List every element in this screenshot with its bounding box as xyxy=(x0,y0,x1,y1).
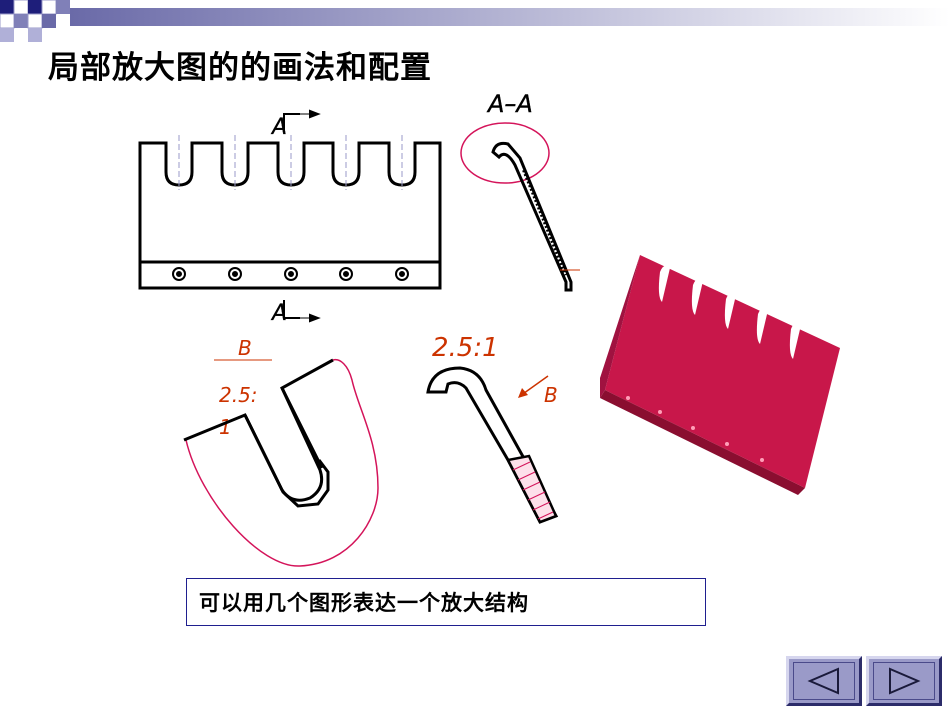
caption-box: 可以用几个图形表达一个放大结构 xyxy=(186,578,706,626)
view-arrow-b-label: B xyxy=(544,383,558,407)
previous-button-face xyxy=(793,662,855,700)
triangle-left-icon xyxy=(807,667,839,695)
section-label-bottom: A xyxy=(270,301,287,326)
previous-slide-button[interactable] xyxy=(786,656,862,706)
next-button-face xyxy=(873,662,935,700)
detail-hook-scale: 2.5:1 xyxy=(432,333,499,363)
detail-b-drawing xyxy=(183,358,379,567)
header-gradient-bar xyxy=(70,8,950,26)
triangle-right-icon xyxy=(889,667,921,695)
caption-text: 可以用几个图形表达一个放大结构 xyxy=(199,591,529,615)
header-decoration xyxy=(0,0,950,42)
detail-b-letter: B xyxy=(238,336,252,360)
detail-b-scale-line2: 1 xyxy=(219,415,232,439)
section-view-title: A–A xyxy=(486,90,533,118)
section-marker-top xyxy=(283,109,321,132)
section-label-top: A xyxy=(270,115,287,140)
front-view xyxy=(138,135,442,290)
next-slide-button[interactable] xyxy=(866,656,942,706)
detail-hook-drawing xyxy=(426,366,559,524)
section-marker-bottom xyxy=(283,300,321,323)
slide-title: 局部放大图的的画法和配置 xyxy=(48,50,432,86)
part-3d-render xyxy=(600,255,840,495)
detail-b-scale-line1: 2.5: xyxy=(219,383,258,407)
header-square xyxy=(0,0,14,14)
detail-circle-b xyxy=(460,122,550,184)
section-view-profile xyxy=(491,141,580,292)
